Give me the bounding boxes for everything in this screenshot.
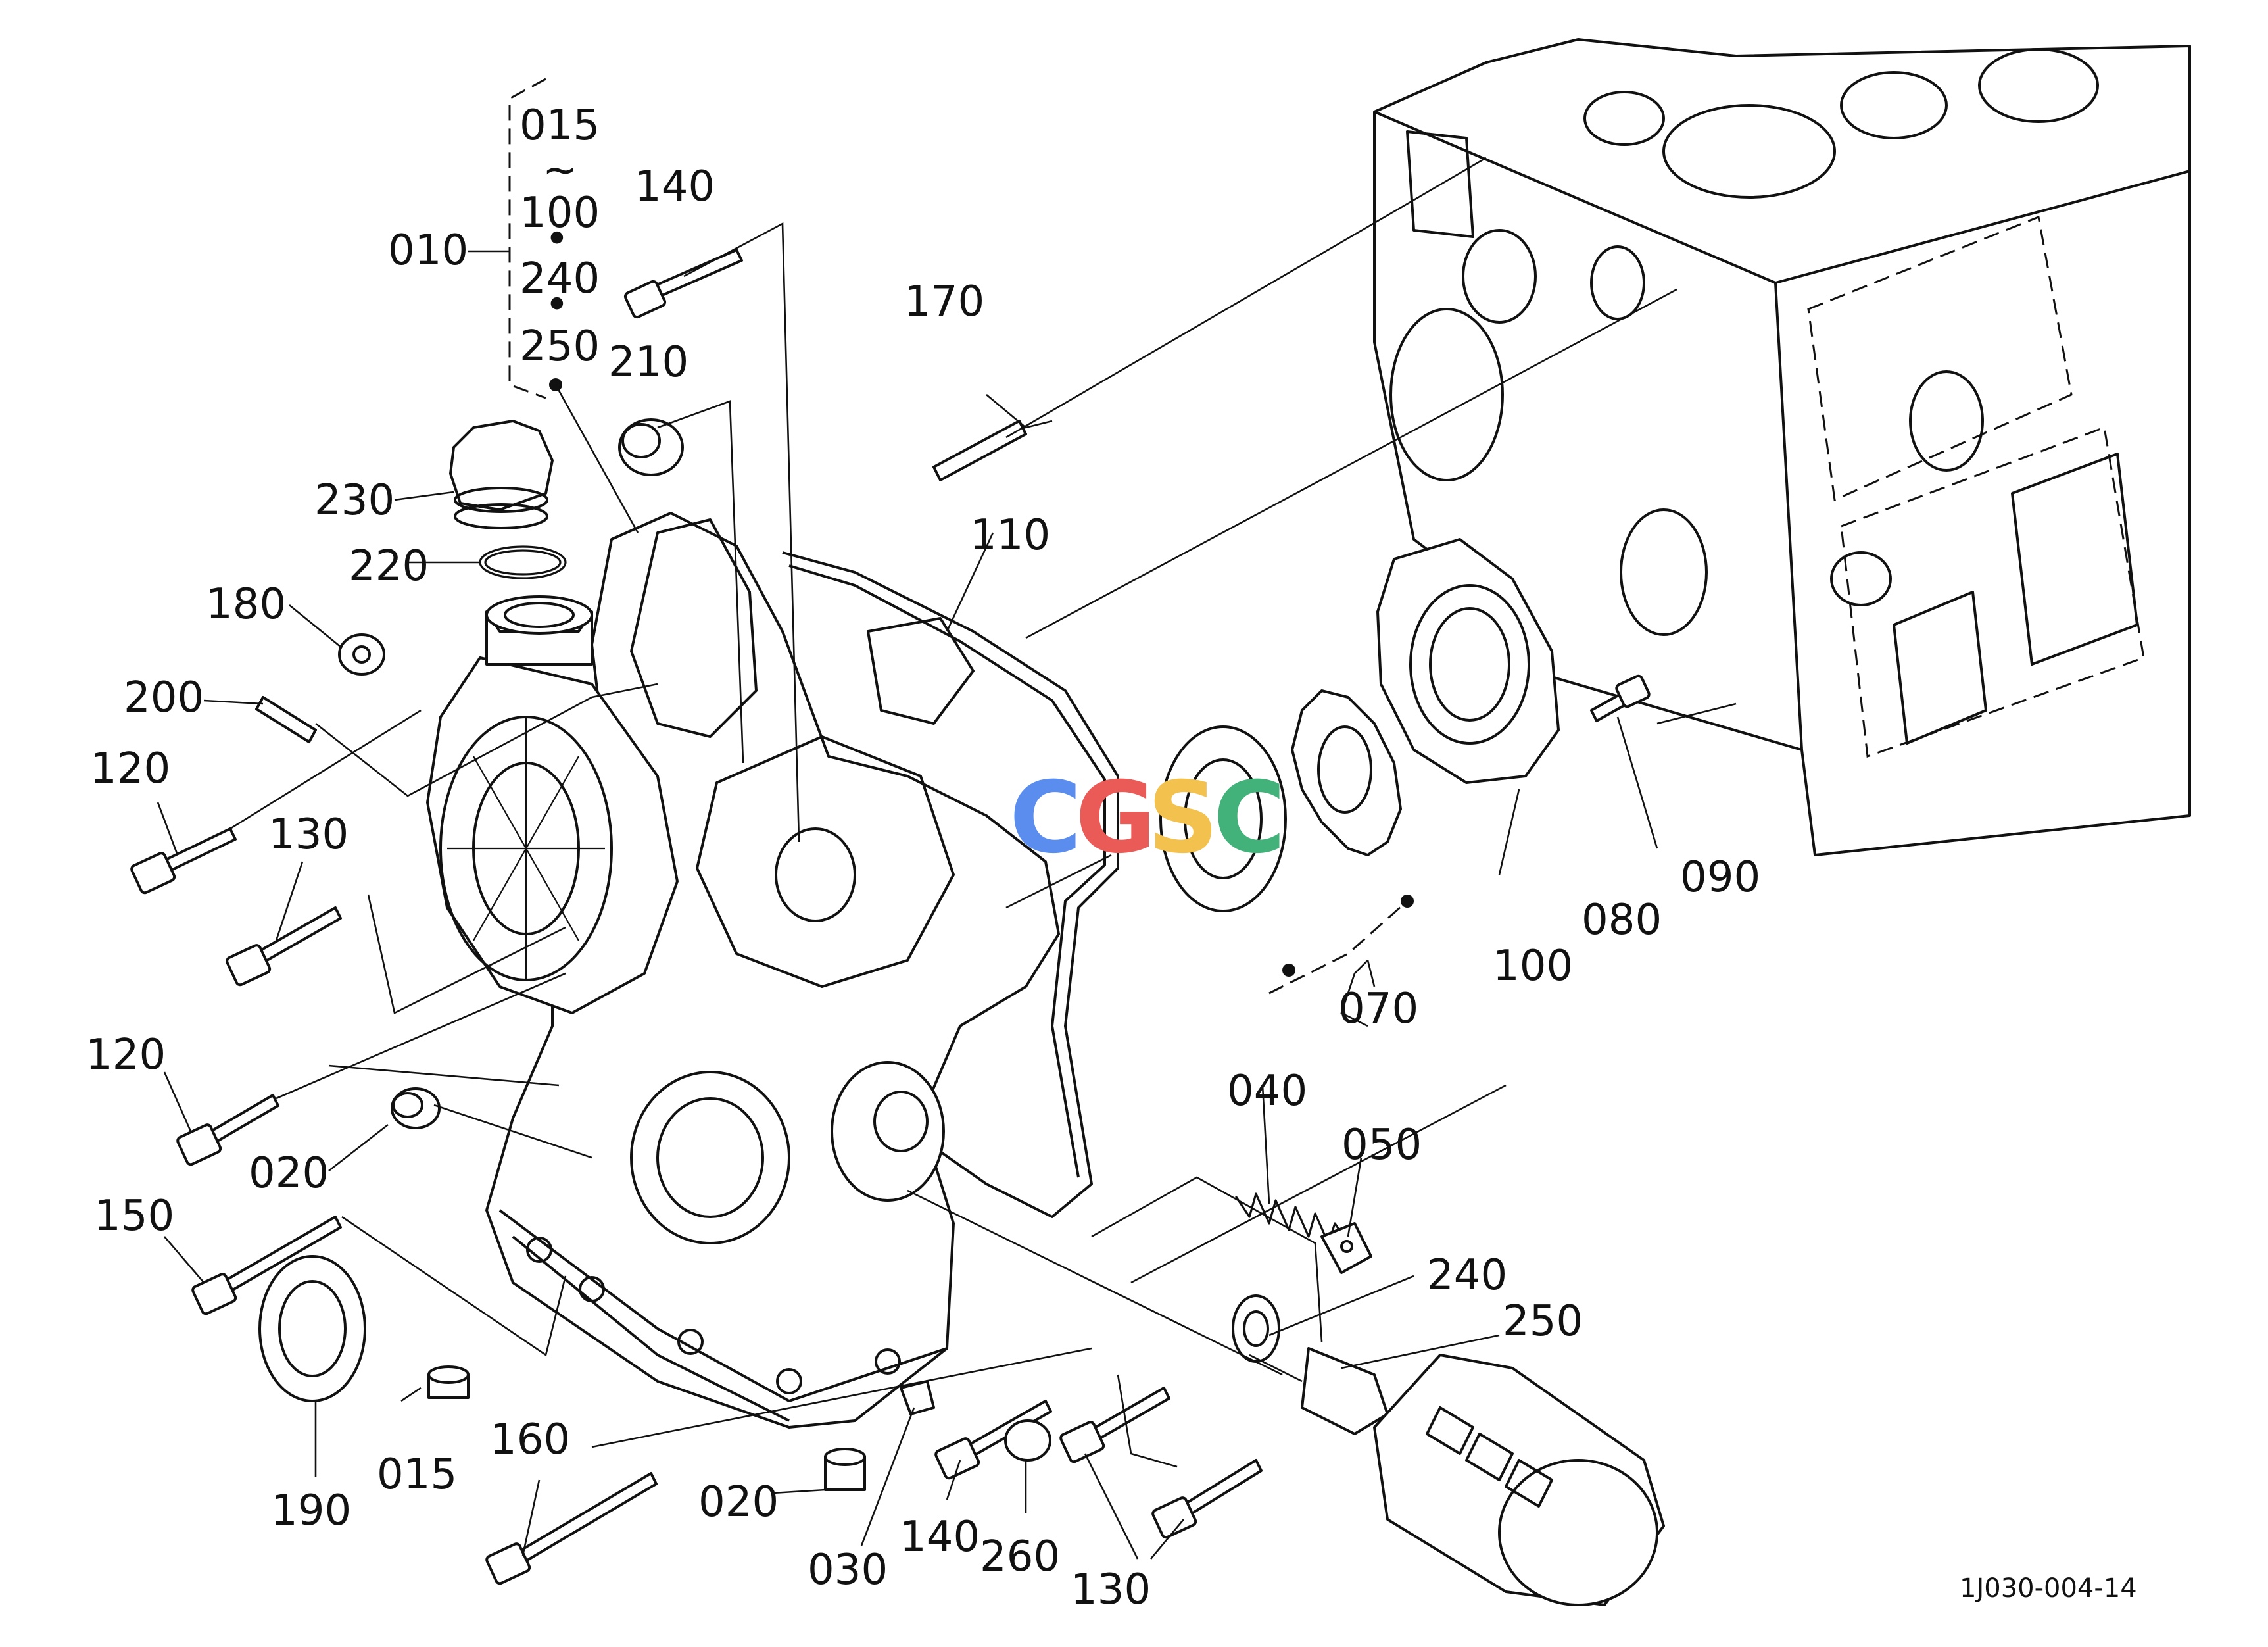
callout-050: 050 [1341,1121,1422,1169]
bolt-120-upper [130,827,237,895]
callout-190: 190 [271,1487,351,1535]
bracket-item-tilde: ~ [543,146,578,195]
inner-rotor-070 [1291,689,1402,856]
callout-150: 150 [94,1192,174,1241]
washer-240 [1232,1294,1280,1363]
callout-120-upper: 120 [90,745,170,793]
callout-200: 200 [124,674,204,722]
callout-220: 220 [349,542,429,591]
bolt-140-bottom [934,1400,1052,1480]
callout-230: 230 [314,476,395,525]
nut-180 [338,633,385,676]
gasket-110 [775,551,1119,1218]
bracket-item-015: 015 [519,101,600,150]
callout-010: 010 [388,226,468,275]
callout-210: 210 [608,338,688,387]
leader-lines [157,157,1737,1560]
callout-170: 170 [904,278,984,326]
group-bracket-070 [1268,895,1414,995]
stud-200 [255,696,317,743]
callout-250: 250 [1503,1297,1583,1346]
callouts: 140 170 210 230 220 180 110 200 120 130 … [85,162,1760,1614]
plug-260 [1004,1419,1051,1462]
watermark-letter-s: S [1147,761,1218,875]
oil-filler-cap-230 [449,420,554,529]
callout-020-lower: 020 [698,1478,779,1527]
callout-015: 015 [377,1450,457,1499]
callout-180: 180 [206,580,286,629]
drain-plug-030 [900,1380,935,1415]
group-bracket-010 [468,78,639,533]
callout-070: 070 [1338,985,1418,1033]
bolt-130-bottom-2 [1151,1459,1263,1539]
callout-080: 080 [1581,896,1662,945]
outer-rotor-070 [1159,725,1287,912]
bracket-item-dot-2: • [544,281,569,330]
callout-120-lower: 120 [85,1031,166,1079]
callout-110: 110 [970,511,1050,560]
callout-100: 100 [1493,942,1573,991]
callout-030: 030 [808,1546,888,1594]
plug-020-lower [824,1448,866,1491]
drawing-number: 1J030-004-14 [1960,1573,2137,1604]
valve-050 [1320,1222,1372,1274]
callout-160: 160 [490,1415,570,1464]
bracket-item-100: 100 [519,189,600,237]
callout-040: 040 [1227,1067,1307,1116]
o-ring-220 [479,545,567,579]
bracket-item-240: 240 [519,255,600,303]
bolt-120-lower [176,1094,279,1166]
callout-260: 260 [980,1533,1060,1581]
plug-210 [618,418,684,476]
bolt-140-top [623,249,743,319]
oil-pump-cover-080 [1376,538,1560,784]
callout-140-top: 140 [635,162,715,211]
bracket-item-dot-1: • [544,215,569,264]
bolt-090 [1590,674,1651,722]
callout-090: 090 [1680,853,1760,902]
oil-filler-port [485,595,593,666]
nipple-250 [1301,1347,1389,1435]
watermark-letter-c2: C [1213,761,1286,875]
watermark-letter-c1: C [1009,761,1082,875]
callout-240: 240 [1427,1251,1507,1300]
engine-block [1373,38,2191,856]
bolt-160 [485,1472,658,1585]
callout-020-upper: 020 [249,1149,329,1198]
bracket-item-250: 250 [519,322,600,371]
fan-guard [426,656,679,1014]
bolt-150 [191,1216,342,1315]
plug-015 [427,1365,470,1399]
stud-170 [932,420,1027,481]
group-bracket-text: 010 015 ~ 100 • 240 • 250 [388,101,600,371]
watermark-letter-g: G [1075,761,1156,875]
callout-130-bottom: 130 [1071,1565,1151,1614]
watermark: C G S C [1009,761,1286,875]
oil-seal-190 [258,1255,366,1402]
oil-filter [1373,1354,1665,1606]
bolt-130-left [226,906,342,987]
plug-020-upper [391,1087,441,1129]
callout-140-bottom: 140 [900,1513,980,1561]
bolt-130-bottom-1 [1059,1387,1170,1463]
callout-130-left: 130 [268,810,349,859]
